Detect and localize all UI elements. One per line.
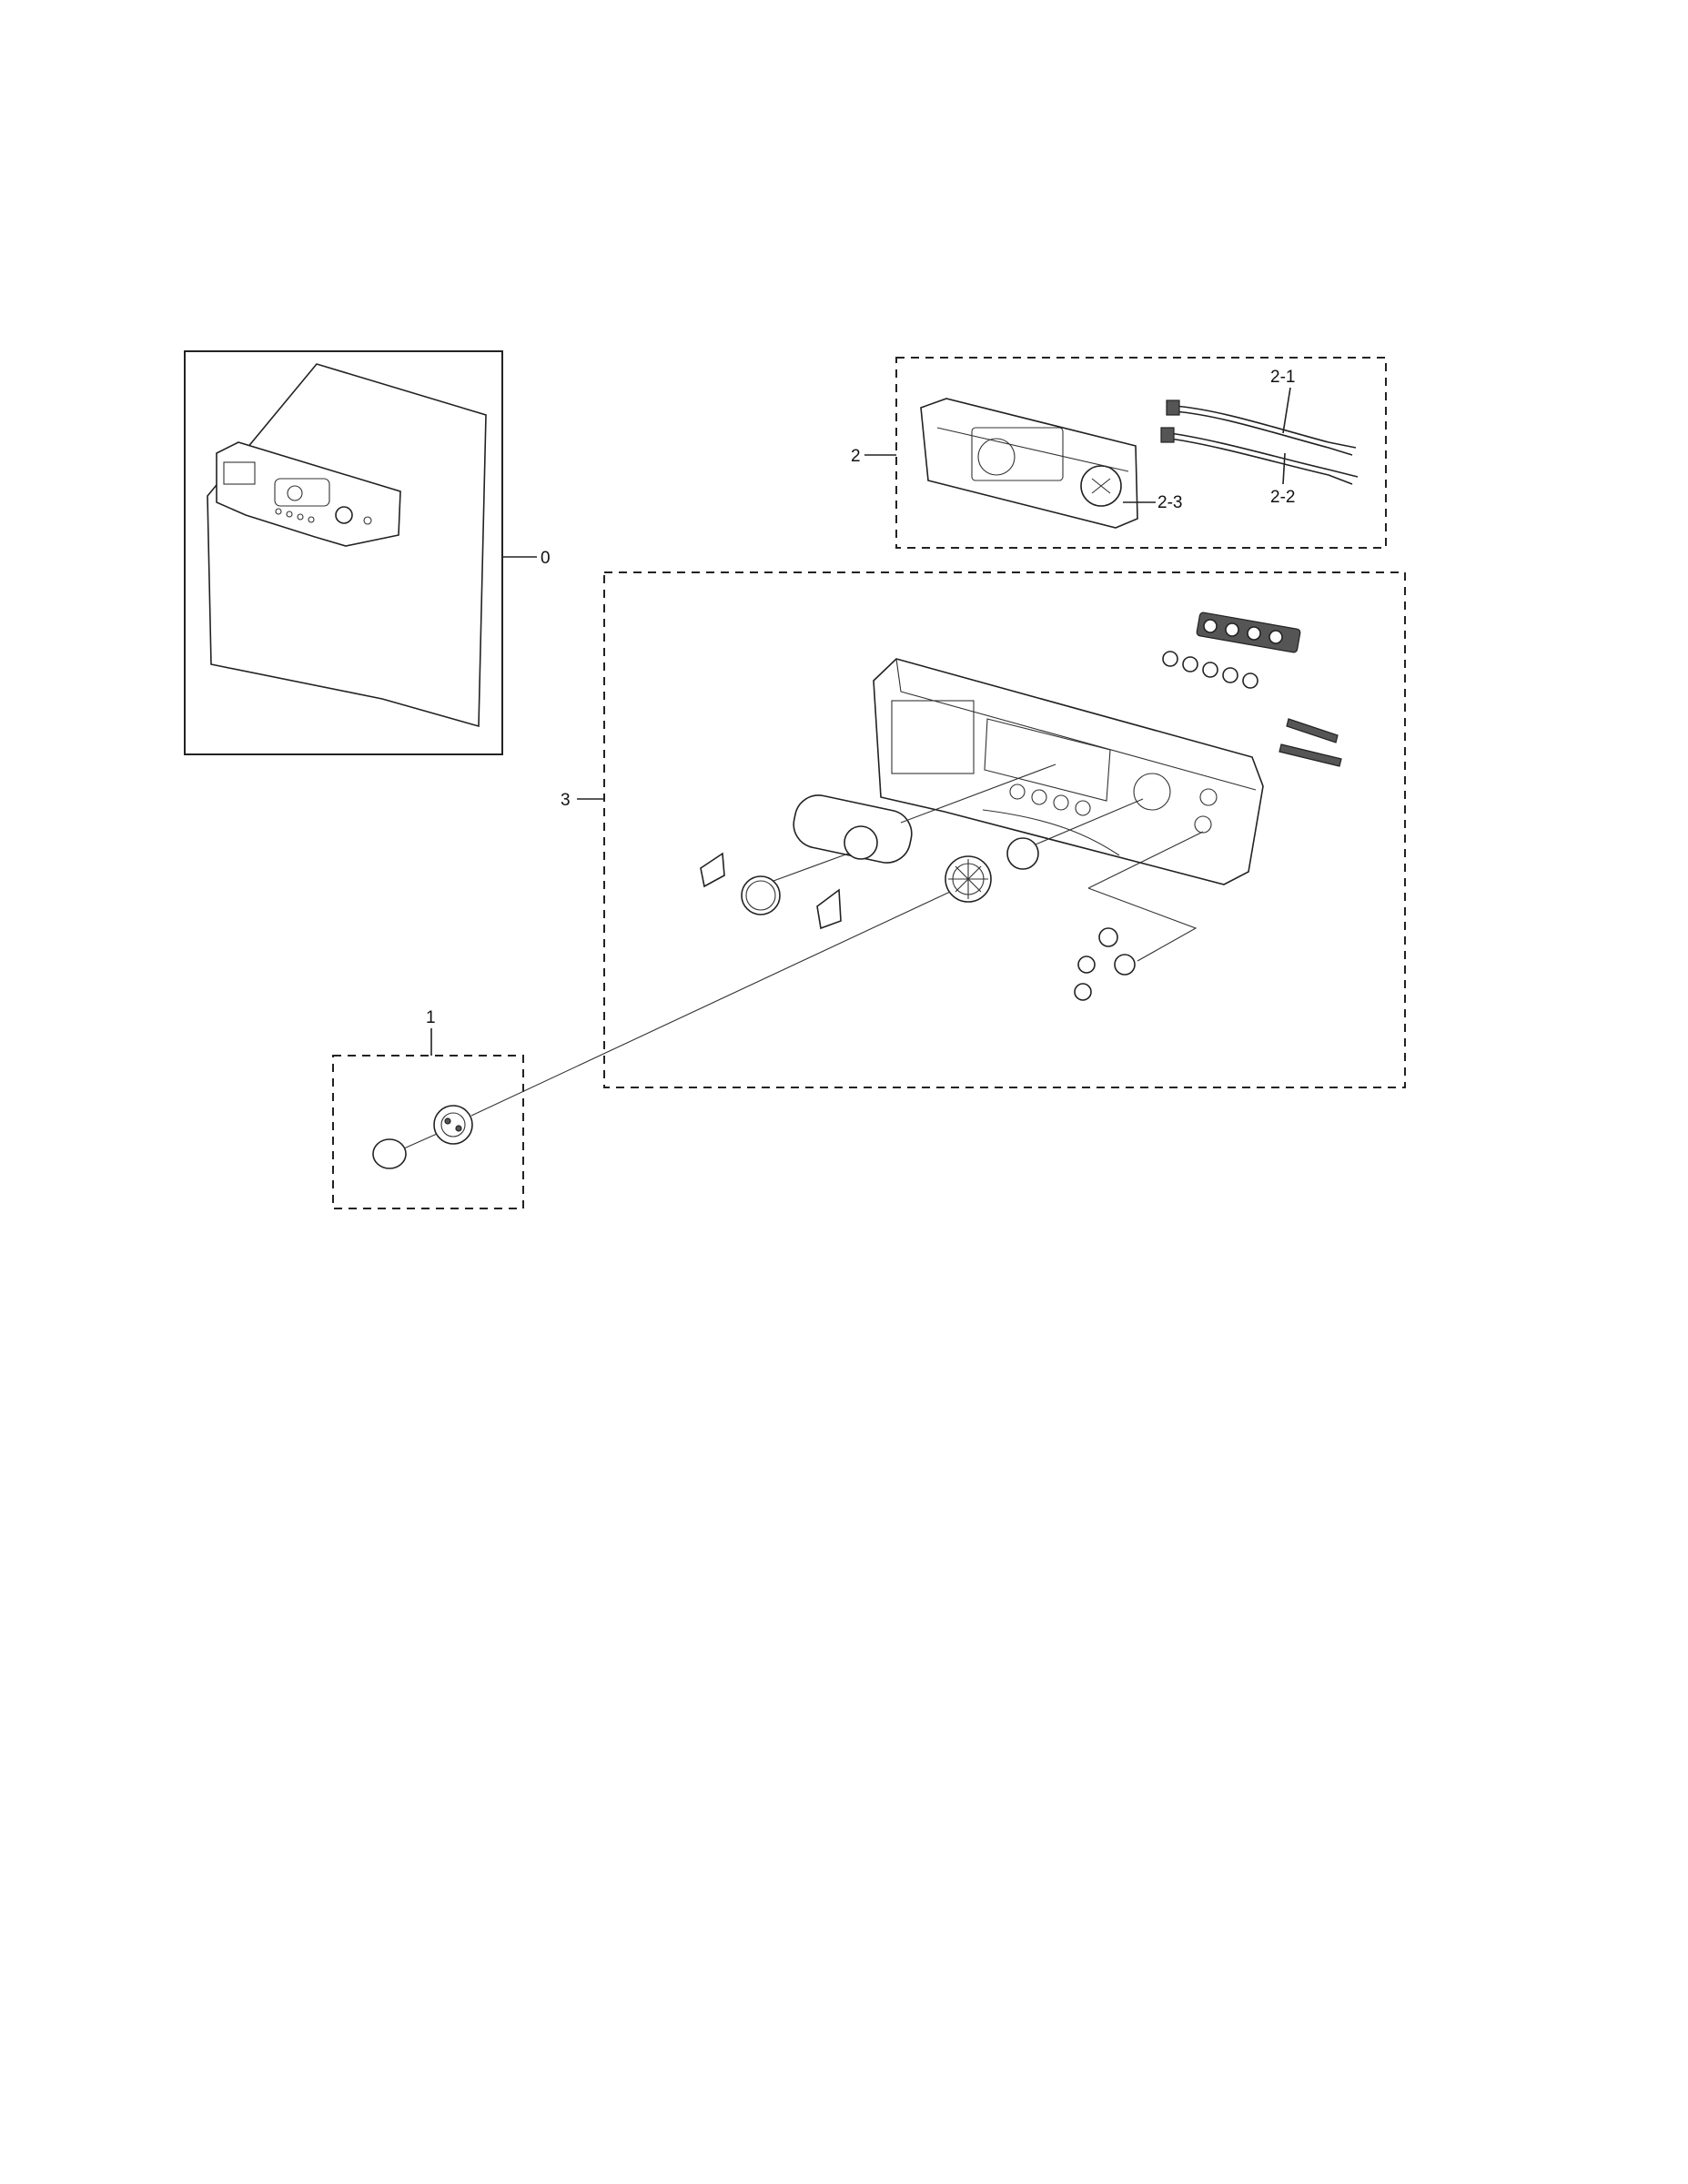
panel-contour (982, 809, 1120, 856)
callout-label-2: 2 (851, 447, 861, 466)
control-panel-body (873, 658, 1264, 885)
button-strip-key (1269, 630, 1283, 644)
display-window-lens (844, 825, 878, 860)
leader-ring (773, 853, 849, 882)
knob-body-inner (440, 1112, 466, 1138)
knob-detail (444, 1117, 451, 1125)
knob-frame (332, 1055, 524, 1209)
knob-body (433, 1105, 473, 1145)
round-button (1202, 662, 1218, 678)
light-pipe-1 (1286, 718, 1339, 743)
wire-harness-1-strand (1173, 410, 1353, 456)
round-button (1182, 656, 1198, 672)
control-panel-drawer-opening (891, 700, 975, 774)
appliance-control-panel (216, 441, 401, 547)
leader-knob-cap (403, 1133, 438, 1149)
wire-harness-2 (1169, 432, 1359, 478)
appliance-drawer (223, 461, 256, 485)
panel-button-hole (1053, 794, 1069, 811)
leader-small-buttons-up (1087, 831, 1204, 889)
callout-label-0: 0 (541, 549, 551, 568)
round-button (1222, 667, 1238, 683)
knob-cap (372, 1138, 407, 1169)
panel-start-opening (1194, 815, 1212, 834)
dial-knob-ring (1006, 837, 1039, 870)
pcb-display-window (971, 427, 1064, 481)
side-clip-left (700, 852, 725, 888)
pcb-board (920, 398, 1138, 529)
callout-label-3: 3 (561, 791, 571, 810)
dial-encoder-spokes (948, 859, 988, 899)
pcb-edge-detail (936, 427, 1129, 472)
appliance-overview-frame (184, 350, 503, 755)
appliance-button-dot (275, 508, 282, 515)
panel-power-opening (1199, 788, 1218, 806)
pcb-display-lens (977, 438, 1016, 476)
panel-button-hole (1075, 800, 1091, 816)
display-ring (741, 875, 781, 915)
round-button (1162, 651, 1178, 667)
button-strip-key (1203, 619, 1218, 633)
leader-knob-to-dial (470, 891, 951, 1117)
appliance-display (274, 478, 330, 507)
wire-harness-2-connector (1160, 427, 1175, 443)
small-button-ring (1114, 954, 1136, 976)
panel-button-hole (1009, 784, 1026, 800)
small-button (1098, 927, 1118, 947)
appliance-button-dot (308, 516, 315, 523)
callout-label-1: 1 (426, 1008, 436, 1027)
button-strip-key (1225, 622, 1239, 637)
callout-label-2-3: 2-3 (1157, 493, 1182, 512)
appliance-overview-group: 0 (184, 350, 551, 755)
pcb-assembly-group: 2 2-3 2-1 2-2 (851, 357, 1387, 549)
panel-button-hole (1031, 789, 1047, 805)
button-strip-key (1247, 626, 1261, 641)
wire-harness-1 (1173, 405, 1357, 449)
pcb-assembly-frame (895, 357, 1387, 549)
control-panel-display-window (984, 718, 1111, 802)
wire-harness-2-strand (1169, 438, 1353, 485)
wire-harness-1-connector (1166, 399, 1180, 416)
pcb-encoder-cross (1091, 478, 1111, 494)
panel-dial-opening (1133, 773, 1171, 811)
leader-display (900, 763, 1056, 824)
leader-dial (1035, 798, 1144, 845)
round-button (1242, 672, 1258, 689)
appliance-display-ring (287, 485, 303, 501)
small-button (1074, 983, 1092, 1001)
side-clip-right (816, 888, 842, 930)
callout-line-2-1 (1282, 387, 1291, 434)
control-panel-group: 3 (561, 571, 1406, 1088)
appliance-power-button (363, 516, 372, 525)
callout-line-2-2 (1282, 452, 1286, 485)
callout-label-2-1: 2-1 (1270, 368, 1295, 387)
leader-small-buttons (1087, 887, 1198, 962)
knob-group: 1 (332, 891, 951, 1209)
knob-detail (455, 1125, 462, 1132)
appliance-dial (335, 506, 353, 524)
small-button (1077, 956, 1096, 974)
appliance-button-dot (286, 511, 293, 518)
control-panel-top-edge (895, 658, 1257, 791)
appliance-button-dot (297, 513, 304, 521)
callout-label-2-2: 2-2 (1270, 488, 1295, 507)
light-pipe-2 (1279, 743, 1342, 767)
display-ring-inner (745, 880, 776, 911)
control-panel-frame (603, 571, 1406, 1088)
